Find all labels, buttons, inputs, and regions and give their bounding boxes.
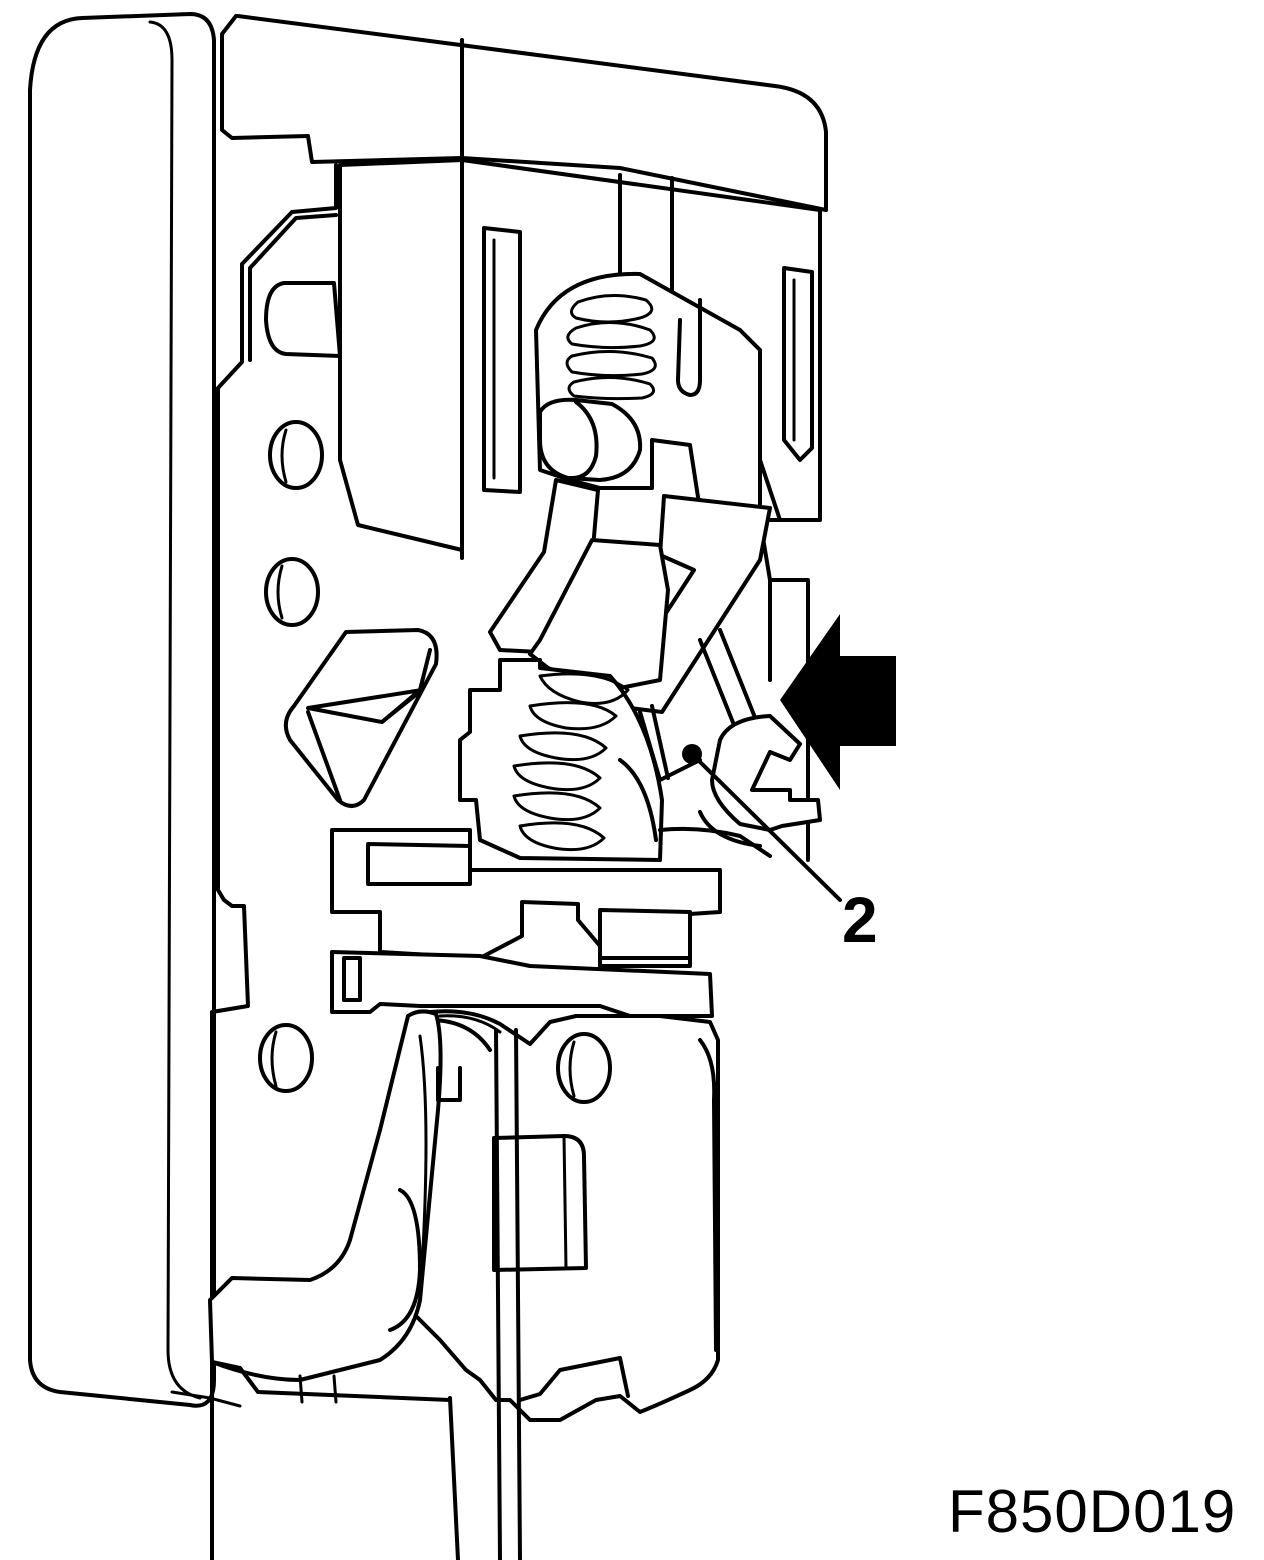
mount-hole-1	[268, 420, 324, 490]
mount-hole-4	[556, 1032, 612, 1104]
upper-spring	[534, 271, 782, 522]
direction-arrow	[780, 614, 896, 790]
mounting-plate	[210, 163, 342, 1560]
mount-hole-2	[264, 557, 320, 627]
bottom-rod	[170, 1028, 630, 1560]
mount-hole-3	[258, 1023, 314, 1093]
callout-leader	[682, 744, 842, 902]
outer-housing	[28, 12, 828, 1408]
figure-code: F850D019	[948, 1478, 1237, 1545]
crossbar	[330, 828, 722, 1018]
callout-label: 2	[842, 884, 878, 956]
angled-block	[283, 628, 439, 808]
slider-block	[338, 158, 822, 862]
